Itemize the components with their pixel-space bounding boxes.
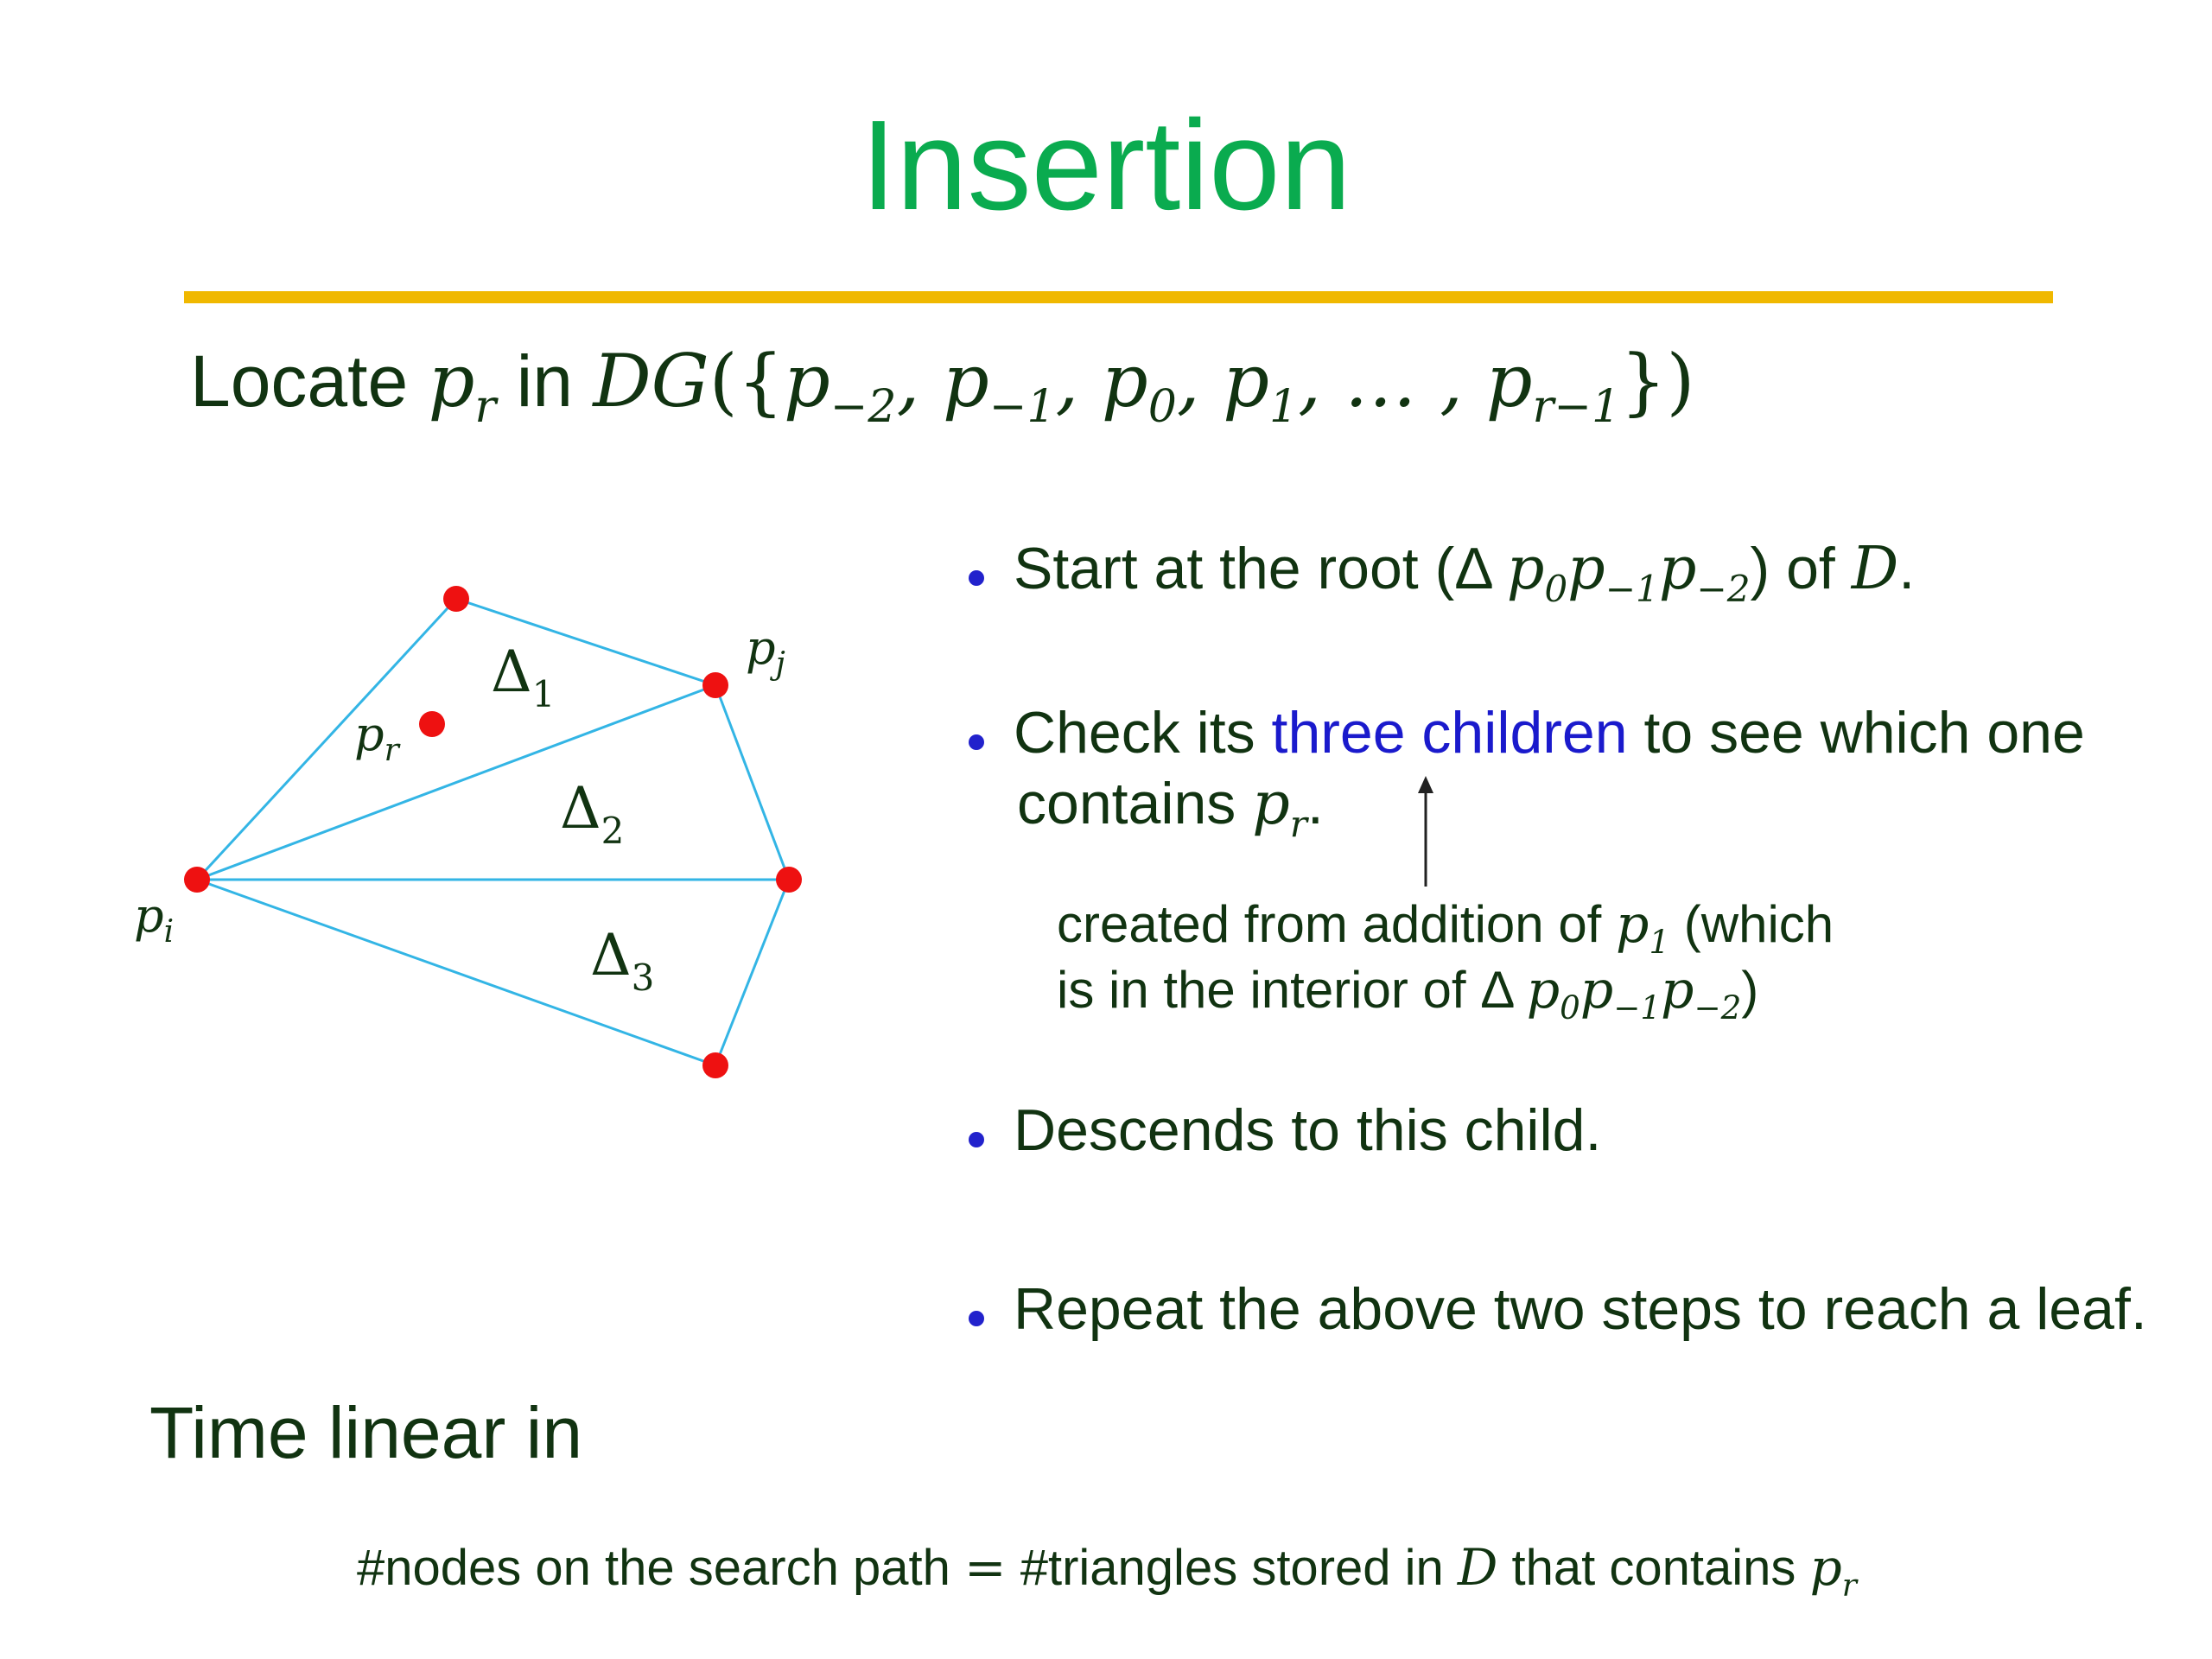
point-set: p−2, p−1, p0, p1, … , pr−1 (784, 339, 1621, 434)
equation-text: #nodes on the search path (357, 1540, 950, 1596)
note-text: (which (1683, 895, 1834, 953)
in-word: in (516, 340, 573, 422)
locate-line: Locate pr in DG({p−2, p−1, p0, p1, … , p… (190, 339, 1695, 434)
pj-point (702, 672, 728, 698)
bullet-dot (969, 1311, 984, 1326)
close-brace: }) (1620, 339, 1695, 423)
pr-point (419, 711, 445, 737)
bullet-text: contains (1017, 770, 1236, 836)
edge (455, 597, 716, 687)
edge (714, 684, 791, 880)
children-note: created from addition of p1 (which is in… (1057, 892, 1834, 1027)
vertex-point (702, 1052, 728, 1078)
pr-symbol: pr (428, 339, 497, 434)
d-symbol: D (1457, 1538, 1498, 1597)
bullet-text: to see which one (1643, 700, 2085, 766)
equals-sign: = (963, 1538, 1007, 1597)
slide-title: Insertion (861, 94, 1351, 237)
bullet-dot (969, 570, 984, 586)
points (184, 586, 802, 1078)
bullet-text: Descends to this child. (1014, 1097, 1602, 1163)
close-paren: ) (1741, 961, 1759, 1019)
bullet-text: Start at the root ( (1014, 536, 1455, 601)
open-brace: ({ (709, 339, 784, 423)
bullet-dot (969, 1132, 984, 1147)
bullet-dot (969, 734, 984, 750)
delta2-label: Δ2 (560, 775, 624, 852)
bullet-text: Check its (1014, 700, 1255, 766)
period: . (1306, 770, 1324, 836)
equation-text: that contains (1511, 1540, 1796, 1596)
p1-symbol: p1 (1616, 894, 1670, 962)
pr-label: pr (354, 707, 401, 768)
search-path-equation: #nodes on the search path = #triangles s… (357, 1538, 1857, 1604)
vertex-point (776, 867, 802, 893)
root-triangle: p0p−1p−2 (1526, 960, 1742, 1027)
pj-label: pj (746, 620, 785, 682)
bullet-text: Repeat the above two steps to reach a le… (1014, 1276, 2147, 1342)
pi-point (184, 867, 210, 893)
vertex-point (443, 586, 469, 612)
pi-label: pi (134, 888, 174, 950)
three-children-highlight: three children (1271, 700, 1628, 766)
delta3-label: Δ3 (590, 922, 654, 999)
title-underline (184, 291, 2053, 303)
up-arrow (1418, 776, 1433, 887)
bullet-check-children: Check its three children to see which on… (969, 698, 2085, 845)
pr-symbol: pr (1809, 1538, 1857, 1604)
edge (714, 879, 791, 1066)
time-linear-label: Time linear in (149, 1392, 583, 1473)
note-text: created from addition of (1057, 895, 1602, 953)
period: . (1898, 536, 1916, 601)
delta-symbol: Δ (1454, 536, 1491, 601)
delta-symbol: Δ (1480, 961, 1513, 1019)
note-text: is in the interior of (1057, 961, 1466, 1019)
bullet-repeat: Repeat the above two steps to reach a le… (969, 1274, 2147, 1345)
delta1-label: Δ1 (491, 639, 555, 715)
d-symbol: D (1851, 535, 1899, 603)
bullet-text: ) of (1750, 536, 1835, 601)
triangle-edges (195, 597, 791, 1067)
edge (196, 683, 716, 881)
locate-word: Locate (190, 340, 409, 422)
bullet-start-root: Start at the root (Δ p0p−1p−2) of D. (969, 534, 1916, 610)
edge (196, 878, 716, 1067)
equation-text: #triangles stored in (1020, 1540, 1444, 1596)
edge (195, 597, 458, 881)
triangulation-diagram: Δ1 Δ2 Δ3 pj pr pi (134, 586, 802, 1078)
dg-symbol: DG (593, 339, 709, 423)
root-triangle: p0p−1p−2 (1506, 535, 1751, 610)
bullet-descend: Descends to this child. (969, 1096, 1602, 1166)
pr-symbol: pr (1252, 769, 1307, 845)
